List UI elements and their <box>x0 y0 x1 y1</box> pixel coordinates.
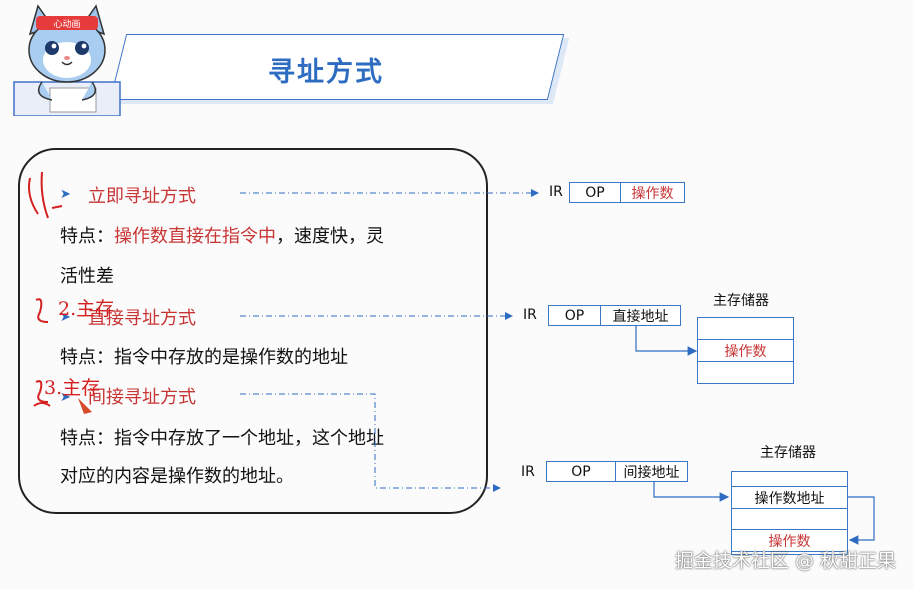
item-direct-title: 直接寻址方式 <box>88 308 196 329</box>
feature-label: 特点： <box>60 347 114 368</box>
item-immediate-title: 立即寻址方式 <box>88 186 196 207</box>
ir-label: IR <box>523 307 537 323</box>
mascot-badge: 心动画 <box>53 19 80 30</box>
feature-rest: ，速度快，灵 <box>276 226 384 247</box>
memory-cell-operand: 操作数 <box>731 529 848 552</box>
page-title: 寻址方式 <box>268 57 384 88</box>
indirect-address-cell: 间接地址 <box>615 461 688 482</box>
memory-title: 主存储器 <box>760 445 816 461</box>
feature-text: 指令中存放了一个地址，这个地址 <box>114 428 384 449</box>
item-indirect-feature: 特点：指令中存放了一个地址，这个地址 <box>60 424 384 450</box>
watermark: 掘金技术社区 @ 秋甜正果 <box>674 550 896 572</box>
direct-address-cell: 直接地址 <box>600 305 681 326</box>
annotation-main-memory-1: 2.主存 <box>58 298 115 320</box>
opcode-cell: OP <box>548 305 601 326</box>
item-direct-feature: 特点：指令中存放的是操作数的地址 <box>60 343 348 369</box>
feature-highlight: 操作数直接在指令中 <box>114 226 276 247</box>
feature-label: 特点： <box>60 226 114 247</box>
cursor-pen-icon <box>78 398 92 414</box>
memory-title: 主存储器 <box>713 293 769 309</box>
cat-mascot-icon: 心动画 <box>13 4 121 116</box>
bullet-arrow-icon: ➤ <box>60 310 71 325</box>
opcode-cell: OP <box>569 182 621 203</box>
feature-text: 指令中存放的是操作数的地址 <box>114 347 348 368</box>
ir-label: IR <box>549 184 563 200</box>
feature-label: 特点： <box>60 428 114 449</box>
item-immediate-feature-line2: 活性差 <box>60 266 114 287</box>
ir-label: IR <box>521 464 535 480</box>
content-panel <box>18 148 488 514</box>
bullet-arrow-icon: ➤ <box>60 390 71 405</box>
item-indirect-title: 间接寻址方式 <box>88 387 196 408</box>
memory-cell-address: 操作数地址 <box>731 486 848 509</box>
memory-cell-operand: 操作数 <box>697 339 794 362</box>
item-immediate-feature: 特点：操作数直接在指令中，速度快，灵 <box>60 222 384 248</box>
bullet-arrow-icon: ➤ <box>60 187 71 202</box>
item-indirect-feature-line2: 对应的内容是操作数的地址。 <box>60 466 294 487</box>
annotation-main-memory-2: 3.主存 <box>44 377 101 399</box>
operand-cell: 操作数 <box>620 182 685 203</box>
opcode-cell: OP <box>546 461 616 482</box>
